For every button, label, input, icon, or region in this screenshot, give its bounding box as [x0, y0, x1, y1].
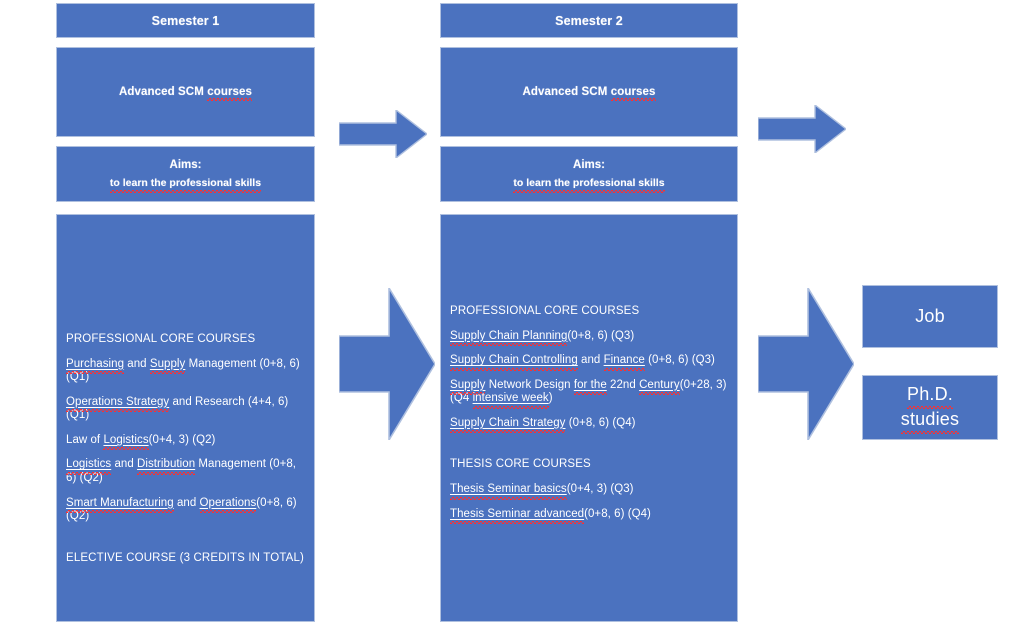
spellcheck-underline: studies	[900, 409, 960, 434]
spellcheck-underline: courses	[610, 86, 656, 101]
semester-2-aims-text: to learn the professional skills	[513, 176, 665, 194]
course-section-heading: PROFESSIONAL CORE COURSES	[450, 305, 640, 317]
spellcheck-underline: to learn the professional skills	[513, 176, 665, 194]
course-item: Supply Network Design for the 22nd Centu…	[450, 378, 727, 409]
semester-1-course-list: PROFESSIONAL CORE COURSES Purchasing and…	[57, 333, 314, 565]
course-section-heading: PROFESSIONAL CORE COURSES	[66, 333, 256, 345]
course-item: Law of Logistics (0+4, 3) (Q2)	[66, 433, 216, 450]
spellcheck-underline: Logistics	[66, 458, 112, 475]
course-section-heading: ELECTIVE COURSE (3 CREDITS IN TOTAL)	[66, 551, 304, 564]
semester-1-topic-box[interactable]: Advanced SCM courses	[56, 47, 315, 137]
course-item: Supply Chain Controlling and Finance (0+…	[450, 354, 715, 371]
spellcheck-underline: Supply Chain Planning	[450, 329, 568, 346]
spellcheck-underline: Thesis Seminar basics	[450, 482, 567, 499]
spellcheck-underline: to learn the professional skills	[109, 176, 262, 194]
outcome-job-label: Job	[915, 306, 945, 326]
spellcheck-underline: Logistics	[103, 433, 149, 450]
spellcheck-underline: Ph.D.	[906, 384, 954, 409]
spellcheck-underline: Thesis Seminar advanced	[450, 507, 585, 524]
outcome-phd-box[interactable]: Ph.D. studies	[862, 375, 998, 440]
course-item: Purchasing and Supply Management (0+8, 6…	[66, 357, 300, 384]
spellcheck-underline: for the	[573, 378, 607, 395]
semester-2-topic-label: Advanced SCM courses	[522, 86, 656, 101]
semester-2-course-list: PROFESSIONAL CORE COURSES Supply Chain P…	[441, 305, 737, 524]
course-item: Supply Chain Planning (0+8, 6) (Q3)	[450, 329, 635, 346]
semester-2-topic-box[interactable]: Advanced SCM courses	[440, 47, 738, 137]
semester-2-aims-title: Aims:	[573, 159, 605, 172]
spellcheck-underline: Supply	[149, 357, 186, 374]
spellcheck-underline: intensive week	[472, 392, 549, 409]
spellcheck-underline: Supply Chain Controlling	[450, 354, 578, 371]
semester-2-header[interactable]: Semester 2	[440, 3, 738, 38]
semester-1-header[interactable]: Semester 1	[56, 3, 315, 38]
spellcheck-underline: Century	[639, 378, 680, 395]
semester-1-aims-title: Aims:	[169, 159, 202, 172]
course-item: Smart Manufacturing and Operations (0+8,…	[66, 496, 297, 523]
section-spacer	[66, 535, 305, 552]
spellcheck-underline: Finance	[603, 354, 646, 371]
outcome-phd-label-line2: studies	[900, 409, 960, 434]
spellcheck-underline: Operations	[199, 496, 257, 513]
spellcheck-underline: Purchasing	[66, 357, 125, 374]
outcome-job-box[interactable]: Job	[862, 285, 998, 348]
semester-1-header-label: Semester 1	[151, 13, 220, 28]
arrow-semester1-to-semester2-main-icon	[339, 288, 435, 440]
arrow-semester1-to-semester2-top-icon	[339, 110, 427, 158]
semester-2-header-label: Semester 2	[555, 13, 623, 28]
semester-1-courses-box[interactable]: PROFESSIONAL CORE COURSES Purchasing and…	[56, 214, 315, 622]
arrow-semester2-to-outcome-top-icon	[758, 105, 846, 153]
spellcheck-underline: Supply	[450, 378, 486, 395]
semester-2-courses-box[interactable]: PROFESSIONAL CORE COURSES Supply Chain P…	[440, 214, 738, 622]
semester-1-aims-text: to learn the professional skills	[109, 176, 262, 194]
semester-2-aims-box[interactable]: Aims: to learn the professional skills	[440, 146, 738, 202]
spellcheck-underline: courses	[207, 86, 253, 101]
course-section-heading: THESIS CORE COURSES	[450, 458, 591, 471]
spellcheck-underline: Distribution	[137, 458, 196, 475]
course-item: Operations Strategy and Research (4+4, 6…	[66, 395, 289, 422]
course-item: Logistics and Distribution Management (0…	[66, 458, 297, 484]
semester-1-topic-label: Advanced SCM courses	[118, 86, 253, 101]
arrow-semester2-to-outcome-main-icon	[758, 288, 854, 440]
semester-1-aims-box[interactable]: Aims: to learn the professional skills	[56, 146, 315, 202]
spellcheck-underline: Smart Manufacturing	[66, 496, 174, 513]
course-item: Thesis Seminar advanced (0+8, 6) (Q4)	[450, 507, 651, 524]
spellcheck-underline: Operations Strategy	[66, 395, 170, 412]
spellcheck-underline: Supply Chain Strategy	[450, 416, 566, 433]
course-item: Thesis Seminar basics (0+4, 3) (Q3)	[450, 482, 634, 499]
outcome-phd-label-line1: Ph.D.	[906, 384, 954, 409]
section-spacer	[450, 441, 728, 458]
course-item: Supply Chain Strategy (0+8, 6) (Q4)	[450, 416, 636, 433]
